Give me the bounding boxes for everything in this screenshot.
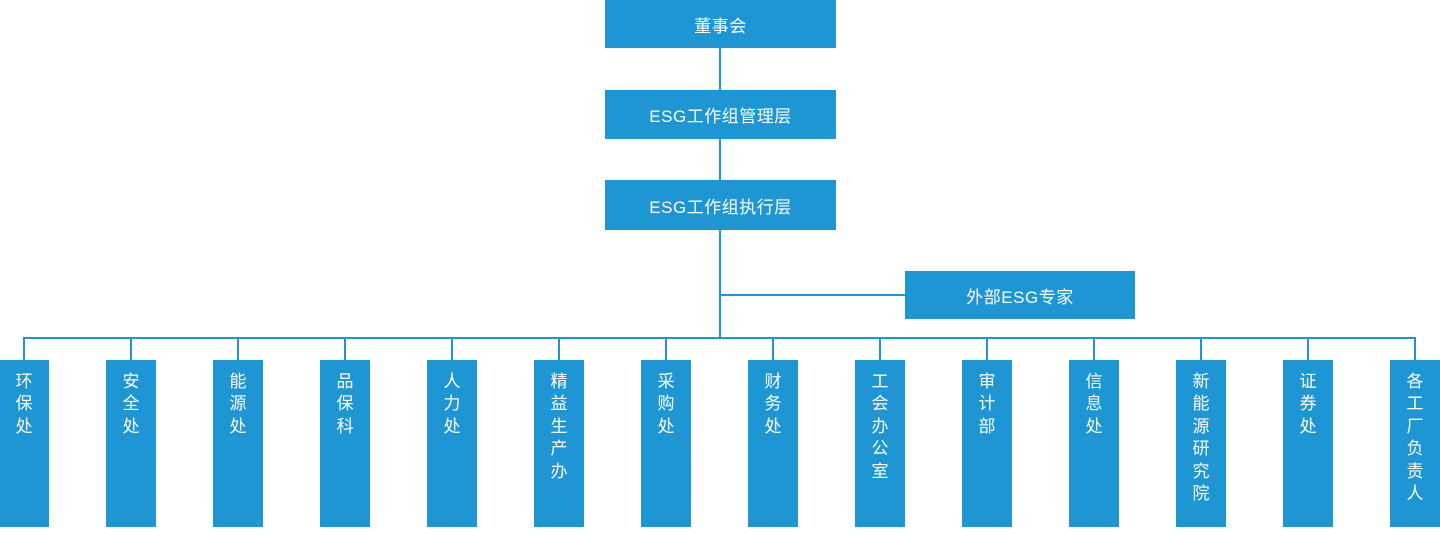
node-department-char: 保 [336, 394, 354, 414]
node-department[interactable]: 证券处 [1283, 360, 1333, 527]
node-department-char: 财 [764, 372, 782, 391]
connector-trunk-to-external-expert [719, 294, 906, 296]
connector-bus-to-department [1093, 337, 1095, 360]
connector-bus-to-department [451, 337, 453, 360]
connector-bus-to-department [1200, 337, 1202, 360]
node-department[interactable]: 精益生产办 [534, 360, 584, 527]
node-department-char: 精 [550, 372, 568, 391]
department-bus-line [24, 337, 1416, 339]
node-department-char: 处 [122, 416, 140, 436]
node-department[interactable]: 财务处 [748, 360, 798, 527]
node-department-char: 科 [336, 416, 354, 436]
connector-bus-to-department [1307, 337, 1309, 360]
node-department-char: 能 [229, 372, 247, 391]
node-department-char: 处 [1299, 416, 1317, 436]
connector-bus-to-department [237, 337, 239, 360]
connector-bus-to-department [665, 337, 667, 360]
connector-management-to-execution [719, 139, 721, 180]
node-department-char: 全 [122, 394, 140, 414]
connector-execution-trunk [719, 230, 721, 338]
node-department-char: 办 [550, 461, 568, 481]
node-department-char: 人 [443, 372, 461, 391]
node-department-char: 信 [1085, 372, 1103, 391]
node-department-char: 采 [657, 372, 675, 391]
node-department-char: 计 [978, 394, 996, 414]
connector-bus-to-department [558, 337, 560, 360]
node-department[interactable]: 采购处 [641, 360, 691, 527]
node-external-expert-label: 外部ESG专家 [966, 287, 1074, 307]
node-department-char: 证 [1299, 372, 1317, 391]
connector-board-to-management [719, 48, 721, 90]
node-department-char: 源 [229, 394, 247, 414]
node-department-char: 力 [443, 394, 461, 414]
node-department-char: 研 [1192, 439, 1210, 459]
node-department-char: 处 [657, 416, 675, 436]
connector-bus-to-department [1414, 337, 1416, 360]
node-department-char: 处 [764, 416, 782, 436]
node-department-char: 负 [1406, 439, 1424, 459]
node-department-char: 办 [871, 416, 889, 436]
connector-bus-to-department [130, 337, 132, 360]
node-department-char: 品 [336, 372, 354, 391]
node-department-char: 新 [1192, 372, 1210, 391]
node-department-char: 保 [15, 394, 33, 414]
node-department-char: 产 [550, 439, 568, 459]
node-external-expert[interactable]: 外部ESG专家 [905, 271, 1135, 319]
node-department-char: 院 [1192, 484, 1210, 504]
node-department-char: 各 [1406, 372, 1424, 391]
node-management-layer-label: ESG工作组管理层 [649, 107, 792, 126]
node-execution-layer[interactable]: ESG工作组执行层 [605, 180, 836, 230]
connector-bus-to-department [879, 337, 881, 360]
node-department[interactable]: 信息处 [1069, 360, 1119, 527]
connector-bus-to-department [23, 337, 25, 360]
node-department-char: 工 [871, 372, 889, 391]
node-board-label: 董事会 [694, 16, 747, 36]
node-department-char: 益 [550, 394, 568, 414]
node-department-char: 安 [122, 372, 140, 391]
connector-bus-to-department [344, 337, 346, 360]
node-department-char: 人 [1406, 484, 1424, 504]
node-department[interactable]: 工会办公室 [855, 360, 905, 527]
node-department-char: 处 [1085, 416, 1103, 436]
node-department-char: 究 [1192, 461, 1210, 481]
node-board[interactable]: 董事会 [605, 0, 836, 48]
node-department-char: 息 [1085, 394, 1103, 414]
node-department[interactable]: 各工厂负责人 [1390, 360, 1440, 527]
node-department-char: 购 [657, 394, 675, 414]
node-department[interactable]: 人力处 [427, 360, 477, 527]
node-department-char: 生 [550, 416, 568, 436]
node-department-char: 公 [871, 439, 889, 459]
node-department-char: 审 [978, 372, 996, 391]
node-department-char: 部 [978, 416, 996, 436]
node-department-char: 处 [229, 416, 247, 436]
node-department[interactable]: 能源处 [213, 360, 263, 527]
node-department-char: 环 [15, 372, 33, 391]
node-department-char: 处 [15, 416, 33, 436]
node-execution-layer-label: ESG工作组执行层 [649, 197, 792, 217]
node-department-char: 责 [1406, 461, 1424, 481]
connector-bus-to-department [772, 337, 774, 360]
node-department[interactable]: 环保处 [0, 360, 49, 527]
node-department[interactable]: 品保科 [320, 360, 370, 527]
node-department-char: 能 [1192, 394, 1210, 414]
node-department-char: 务 [764, 394, 782, 414]
node-department[interactable]: 新能源研究院 [1176, 360, 1226, 527]
node-department[interactable]: 安全处 [106, 360, 156, 527]
node-department-char: 会 [871, 394, 889, 414]
node-department-char: 源 [1192, 416, 1210, 436]
node-department-char: 券 [1299, 394, 1317, 414]
node-management-layer[interactable]: ESG工作组管理层 [605, 90, 836, 139]
connector-bus-to-department [986, 337, 988, 360]
node-department-char: 厂 [1406, 416, 1424, 436]
node-department-char: 处 [443, 416, 461, 436]
node-department-char: 工 [1406, 394, 1424, 414]
node-department-char: 室 [871, 461, 889, 481]
node-department[interactable]: 审计部 [962, 360, 1012, 527]
